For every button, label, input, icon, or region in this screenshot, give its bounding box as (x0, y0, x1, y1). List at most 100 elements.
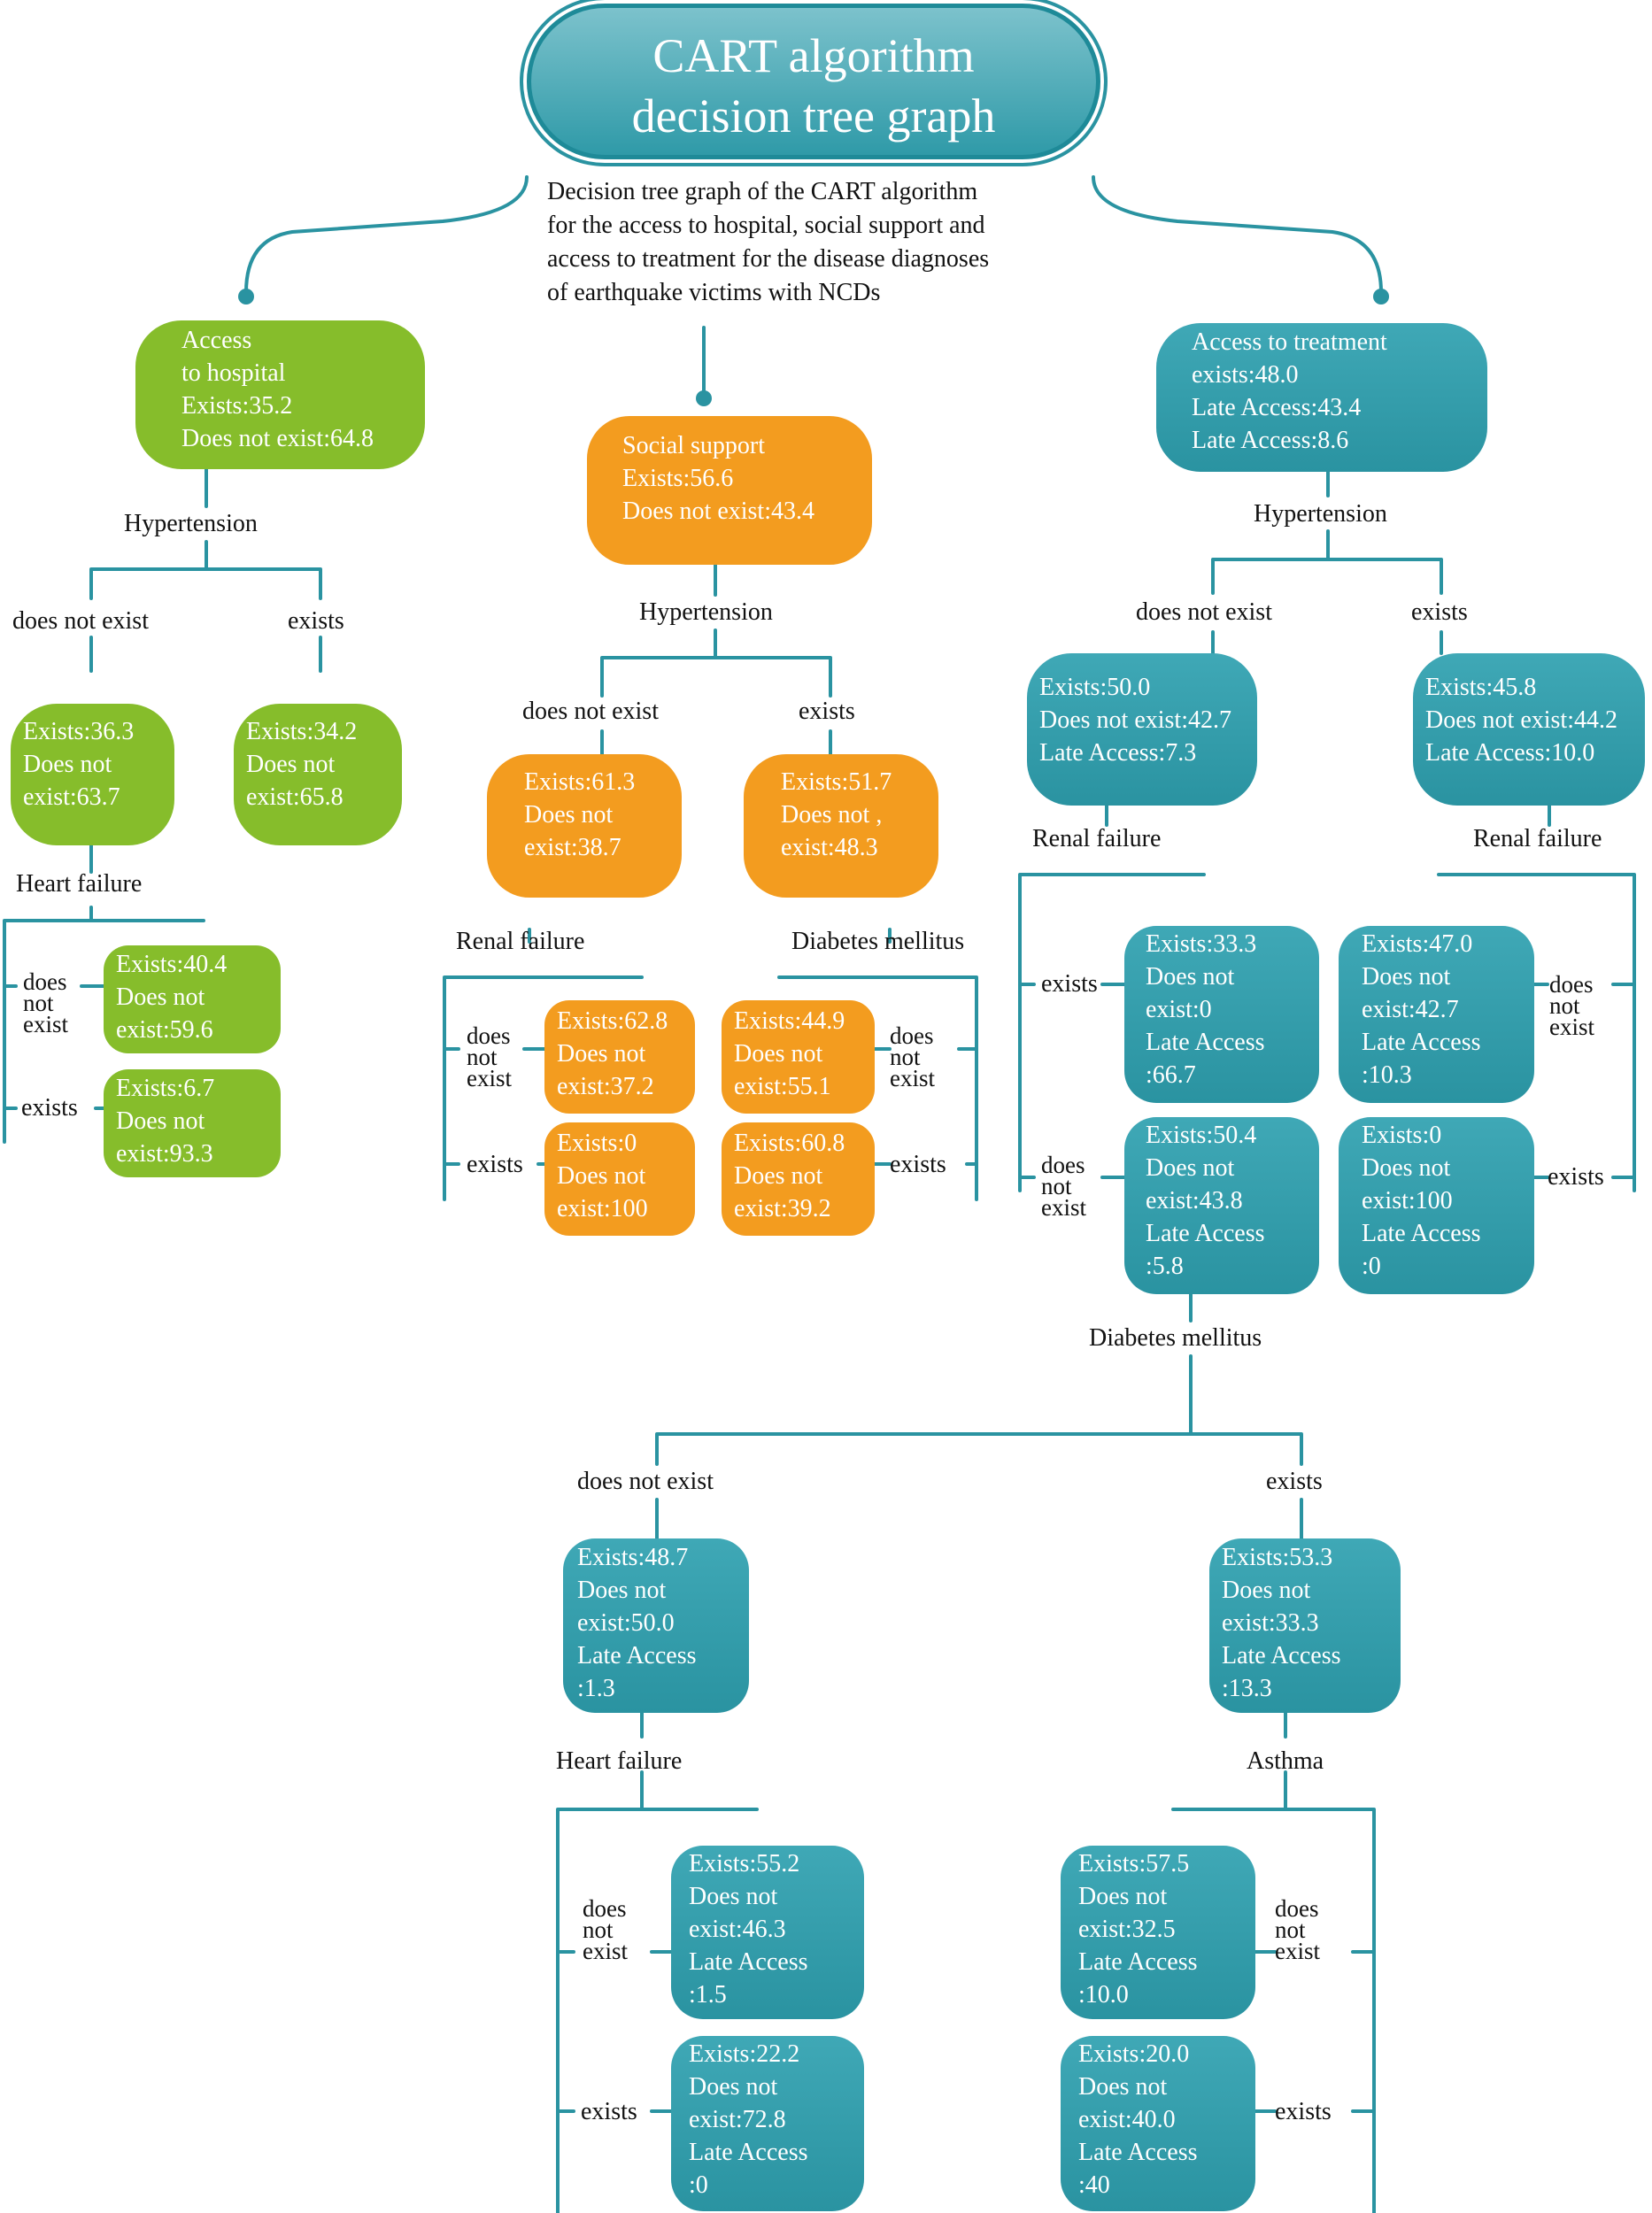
node-line: Late Access:10.0 (1425, 739, 1595, 767)
node-line: exist:63.7 (23, 783, 120, 811)
hospital-sub-branch-yes-label: exists (21, 1094, 78, 1122)
treatment-asthma-branch-yes-label: exists (1275, 2098, 1332, 2125)
node-line: :10.0 (1078, 1981, 1129, 2009)
node-line: Exists:6.7 (116, 1075, 215, 1102)
social-root-node: Social support Exists:56.6 Does not exis… (587, 416, 872, 565)
social-branch-yes-label: exists (799, 698, 855, 725)
node-line: Late Access:8.6 (1192, 427, 1349, 454)
treatment-asthma-branch-no-label: does not exist (1275, 1897, 1320, 1963)
connector-treatment-asthma (1171, 1711, 1376, 2213)
node-line: Does not (246, 751, 336, 778)
treatment-hf-yes-node: Exists:22.2 Does not exist:72.8 Late Acc… (671, 2036, 864, 2211)
node-line: Late Access:43.4 (1192, 394, 1362, 421)
connector-dot-treatment (1373, 289, 1389, 305)
treatment-hf-branch-no-label: does not exist (583, 1897, 628, 1963)
description-line: of earthquake victims with NCDs (547, 279, 881, 306)
node-line: Does not (116, 1107, 205, 1135)
hospital-sub-split-label: Heart failure (16, 870, 143, 898)
node-line: exist:42.7 (1362, 996, 1459, 1023)
hospital-split-label: Hypertension (124, 510, 258, 537)
social-right-branch-no-label: does not exist (890, 1024, 935, 1091)
node-line: Does not (734, 1040, 823, 1068)
node-line: Late Access (577, 1642, 697, 1669)
node-line: Does not (1222, 1577, 1311, 1604)
connector-treatment-hf (556, 1711, 759, 2213)
treatment-dm-no-node: Exists:48.7 Does not exist:50.0 Late Acc… (563, 1538, 749, 1713)
node-line: Exists:44.9 (734, 1007, 845, 1035)
node-line: exists:48.0 (1192, 361, 1299, 389)
node-line: Exists:62.8 (557, 1007, 668, 1035)
node-line: Late Access (689, 1948, 808, 1976)
connector-social-dm-leaves (873, 1047, 978, 1166)
node-line: Does not exist:44.2 (1425, 706, 1617, 734)
node-line: exist:32.5 (1078, 1916, 1176, 1943)
branch-word: not (1549, 992, 1580, 1019)
branch-word: not (467, 1044, 498, 1070)
node-line: Late Access (1362, 1029, 1481, 1056)
node-line: Exists:53.3 (1222, 1544, 1333, 1571)
node-line: :5.8 (1146, 1253, 1184, 1280)
node-line: Exists:48.7 (577, 1544, 689, 1571)
node-line: Late Access (689, 2139, 808, 2166)
node-line: Does not (1146, 963, 1235, 991)
social-split-label: Hypertension (639, 598, 773, 626)
node-line: Does not (689, 2073, 778, 2101)
connector-treatment-hf-leaves (556, 1950, 673, 2113)
branch-word: does (1041, 1152, 1085, 1178)
node-line: exist:46.3 (689, 1916, 786, 1943)
node-line: Exists:57.5 (1078, 1850, 1190, 1878)
social-right-branch-yes-label: exists (890, 1151, 946, 1178)
connector-treatment-asthma-leaves (1254, 1950, 1376, 2113)
connector-social-children (600, 729, 832, 756)
node-line: :1.3 (577, 1675, 615, 1702)
node-line: Exists:61.3 (524, 768, 636, 796)
node-line: Does not (1146, 1154, 1235, 1182)
treatment-hf-split-label: Heart failure (556, 1747, 683, 1775)
node-line: exist:50.0 (577, 1609, 675, 1637)
node-line: :0 (689, 2171, 708, 2199)
connector-treatment-split (1211, 529, 1443, 595)
treatment-yes-node: Exists:45.8 Does not exist:44.2 Late Acc… (1413, 653, 1645, 806)
social-right-no-node: Exists:44.9 Does not exist:55.1 (722, 1000, 875, 1114)
node-line: :40 (1078, 2171, 1110, 2199)
node-line: exist:100 (1362, 1187, 1453, 1214)
connector-dot-hospital (238, 289, 254, 305)
hospital-sub-branch-no-label: does not exist (23, 970, 68, 1037)
title-line-2: decision tree graph (631, 89, 996, 143)
branch-word: not (583, 1916, 614, 1943)
social-branch-no-label: does not exist (522, 698, 659, 725)
treatment-asthma-yes-node: Exists:20.0 Does not exist:40.0 Late Acc… (1061, 2036, 1255, 2211)
node-line: exist:39.2 (734, 1195, 831, 1222)
node-line: Late Access (1078, 1948, 1198, 1976)
node-line: Exists:56.6 (622, 465, 734, 492)
node-line: Late Access (1146, 1220, 1265, 1247)
branch-word: exist (467, 1065, 512, 1091)
node-line: Exists:45.8 (1425, 674, 1537, 701)
treatment-hf-branch-yes-label: exists (581, 2098, 637, 2125)
node-line: Does not (557, 1162, 646, 1190)
connector-hospital-hf-leaves (3, 984, 105, 1110)
connector-treatment-dm-children (655, 1498, 1303, 1540)
node-line: Late Access (1146, 1029, 1265, 1056)
hospital-sub-yes-node: Exists:6.7 Does not exist:93.3 (104, 1069, 281, 1177)
node-line: exist:100 (557, 1195, 648, 1222)
node-line: Exists:51.7 (781, 768, 892, 796)
connector-treatment-left-renal (1018, 804, 1206, 1192)
connector-treatment-children (1211, 630, 1443, 655)
treatment-right-no-node: Exists:47.0 Does not exist:42.7 Late Acc… (1339, 926, 1534, 1103)
hospital-branch-no-label: does not exist (12, 607, 149, 635)
node-line: Exists:0 (1362, 1122, 1442, 1149)
treatment-no-node: Exists:50.0 Does not exist:42.7 Late Acc… (1027, 653, 1257, 806)
title-line-1: CART algorithm (652, 29, 975, 82)
description-line: access to treatment for the disease diag… (547, 245, 990, 273)
node-line: Does not , (781, 801, 883, 829)
node-line: Exists:35.2 (181, 392, 293, 420)
connector-treatment-left-leaves (1018, 983, 1126, 1179)
treatment-left-no-node: Exists:50.4 Does not exist:43.8 Late Acc… (1124, 1117, 1319, 1294)
social-yes-node: Exists:51.7 Does not , exist:48.3 (744, 754, 938, 898)
hospital-yes-node: Exists:34.2 Does not exist:65.8 (234, 704, 402, 845)
social-no-node: Exists:61.3 Does not exist:38.7 (487, 754, 682, 898)
node-line: Does not (557, 1040, 646, 1068)
treatment-branch-no-label: does not exist (1136, 598, 1272, 626)
